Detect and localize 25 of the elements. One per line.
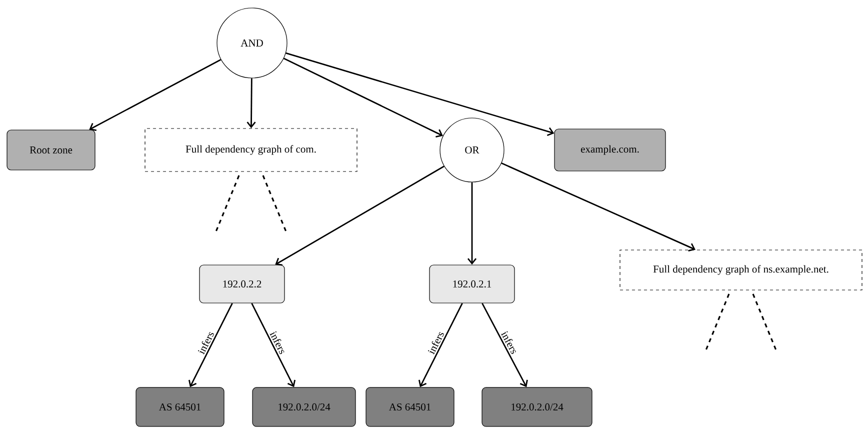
zone-box: example.com. — [554, 128, 666, 172]
inferred-box: AS 64501 — [366, 387, 454, 427]
arrow — [286, 52, 554, 136]
arrow — [246, 78, 256, 128]
arrow — [501, 162, 696, 252]
inferred-box: AS 64501 — [136, 387, 224, 427]
arrow — [275, 166, 444, 266]
arrow — [89, 58, 222, 132]
address-box: 192.0.2.2 — [199, 264, 285, 304]
arrow — [188, 302, 233, 388]
edge-label: infers — [428, 332, 444, 355]
arrow — [418, 302, 463, 388]
inferred-box: 192.0.2.0/24 — [482, 387, 592, 427]
edge-label: infers — [500, 331, 516, 354]
edge-label: infers — [198, 332, 214, 355]
arrow — [251, 302, 296, 388]
inferred-box: 192.0.2.0/24 — [252, 387, 356, 427]
graph-box: Full dependency graph of ns.example.net. — [620, 250, 862, 290]
arrow — [283, 58, 443, 138]
arrow — [482, 302, 528, 388]
address-box: 192.0.2.1 — [429, 264, 515, 304]
arrow — [467, 182, 477, 265]
zone-box: Root zone — [6, 130, 96, 170]
edge-label: infers — [270, 331, 284, 354]
graph-box: Full dependency graph of com. — [144, 128, 358, 172]
